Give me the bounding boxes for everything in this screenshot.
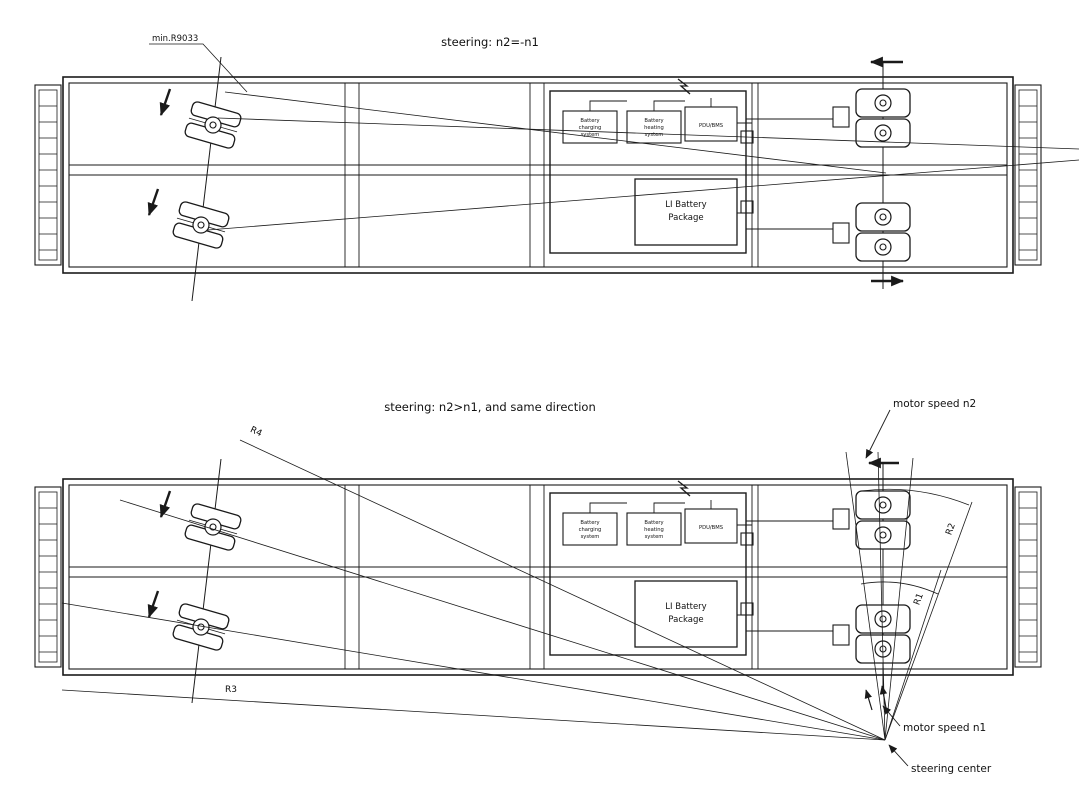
r4-radius-line bbox=[239, 439, 886, 741]
steering-geometry-lines bbox=[207, 91, 1080, 231]
motor-speed-n2-callout: motor speed n2 bbox=[865, 398, 976, 469]
r2-radius-line bbox=[884, 501, 973, 741]
min-radius-callout: min.R9033 bbox=[149, 34, 248, 93]
motor-speed-n1-label: motor speed n1 bbox=[903, 722, 986, 734]
diagram1-title: steering: n2=-n1 bbox=[441, 35, 539, 49]
bottom-steering-diagram: steering: n2>n1, and same direction R4 R… bbox=[35, 398, 1041, 775]
min-radius-leader bbox=[149, 43, 248, 93]
speed-arrow-up bbox=[879, 685, 888, 709]
r3-label: R3 bbox=[225, 685, 237, 695]
r3-radius-line bbox=[61, 689, 886, 741]
speed-arrow-up bbox=[864, 689, 873, 711]
min-radius-label: min.R9033 bbox=[152, 34, 198, 44]
motor-speed-n1-leader bbox=[882, 705, 901, 727]
r4-label: R4 bbox=[248, 425, 263, 439]
r1-label: R1 bbox=[912, 592, 925, 607]
steering-center-label: steering center bbox=[911, 763, 992, 775]
r2-label: R2 bbox=[944, 522, 957, 537]
diagram2-title: steering: n2>n1, and same direction bbox=[384, 400, 596, 414]
motor-speed-n1-callout: motor speed n1 bbox=[864, 685, 986, 734]
r2-arc bbox=[860, 488, 970, 506]
top-steering-diagram: steering: n2=-n1 min.R9033 bbox=[35, 34, 1080, 301]
motor-speed-n2-label: motor speed n2 bbox=[893, 398, 976, 410]
steering-center-leader bbox=[888, 744, 909, 767]
r1-radius-line bbox=[884, 569, 942, 741]
chassis-instance-1 bbox=[35, 57, 1041, 301]
steering-fan-lines bbox=[61, 439, 973, 741]
motor-speed-n2-leader bbox=[865, 409, 891, 459]
r1-arc bbox=[860, 581, 939, 595]
steering-center-callout: steering center bbox=[888, 744, 992, 775]
chassis-instance-2 bbox=[35, 459, 1041, 703]
